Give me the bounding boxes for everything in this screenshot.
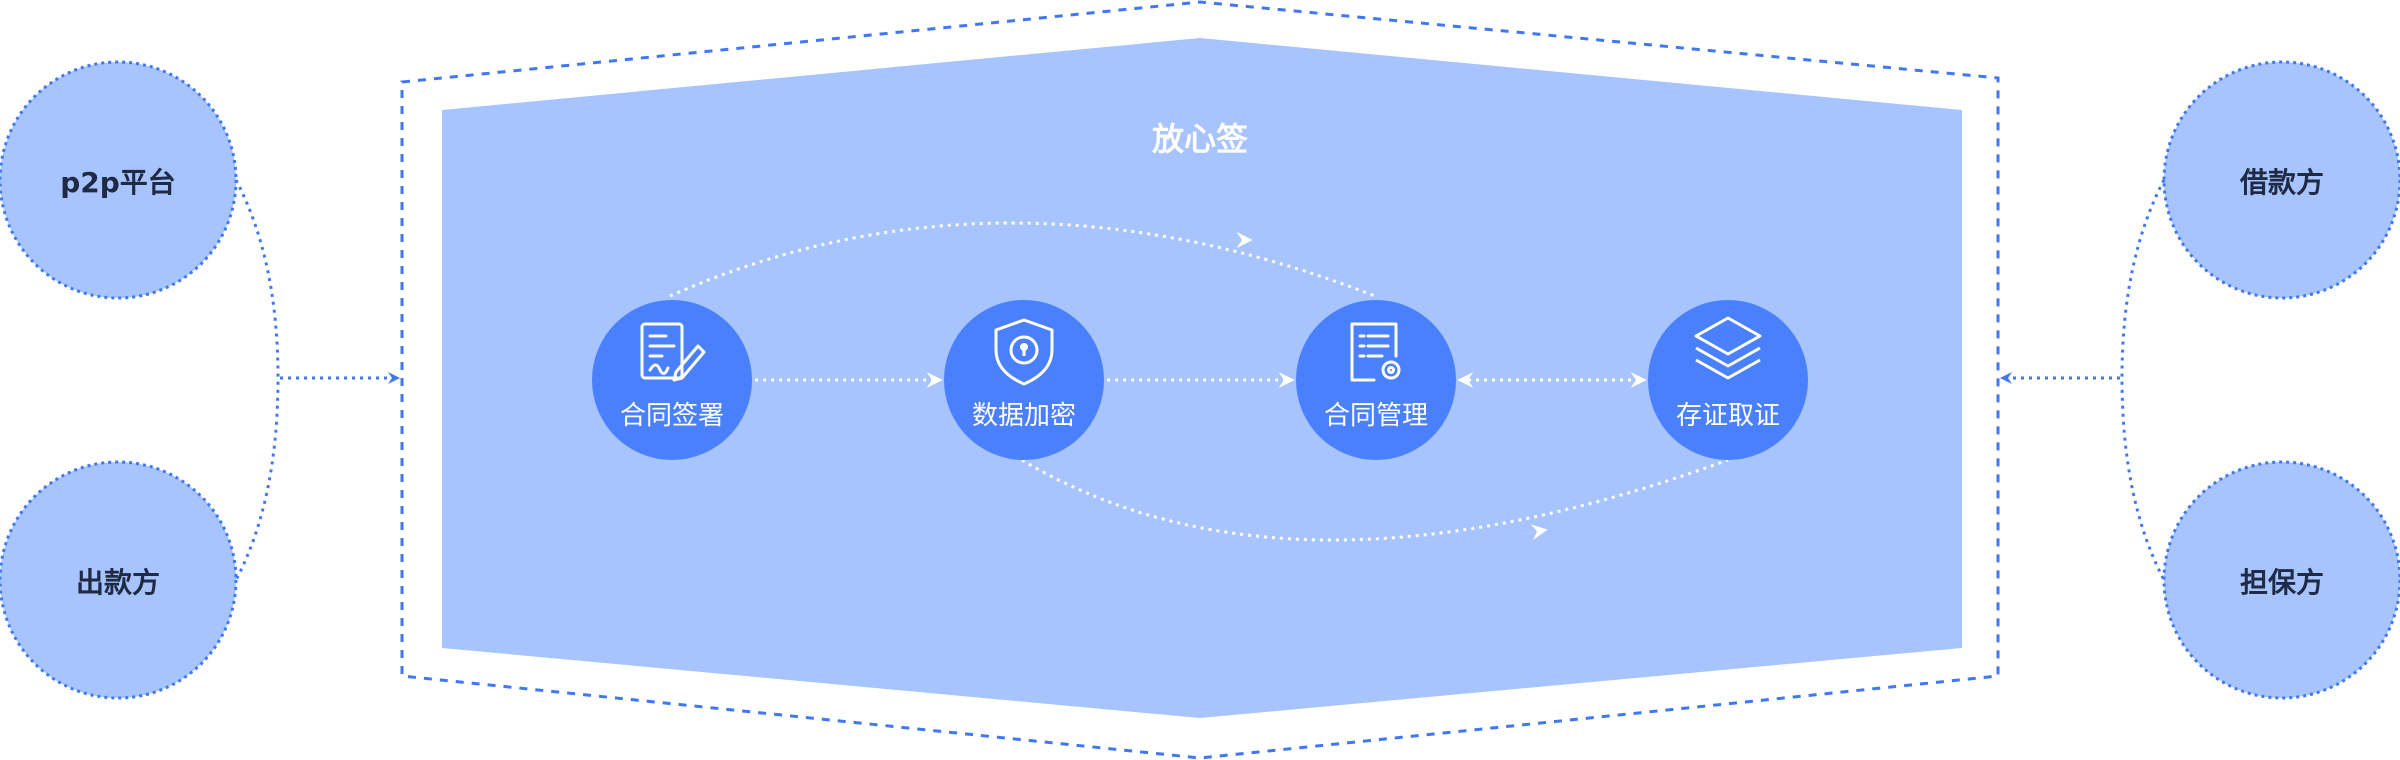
outer-dashed-frame [400, 0, 2000, 760]
step-node-contract-management: 合同管理 [1296, 300, 1456, 460]
party-label-p2p: p2p平台 [60, 166, 176, 199]
step-node-contract-signing: 合同签署 [592, 300, 752, 460]
step-label-evidence-storage: 存证取证 [1676, 401, 1780, 431]
document-sign-icon [640, 322, 706, 382]
party-circle-lender [0, 460, 238, 700]
step-label-data-encryption: 数据加密 [972, 401, 1076, 431]
layers-icon [1694, 316, 1762, 380]
step-node-data-encryption: 数据加密 [944, 300, 1104, 460]
shield-lock-icon [994, 318, 1054, 386]
document-gear-icon [1350, 322, 1401, 382]
flow-arc-bottom-arrowhead [1519, 524, 1548, 541]
main-panel [442, 38, 1962, 718]
flow-arc-bottom [1021, 458, 1729, 542]
step-label-contract-management: 合同管理 [1324, 401, 1428, 431]
party-label-guarantor: 担保方 [2240, 566, 2324, 599]
panel-title: 放心签 [1152, 120, 1248, 158]
step-node-evidence-storage: 存证取证 [1648, 300, 1808, 460]
left-bracket [234, 179, 280, 581]
party-label-lender: 出款方 [76, 566, 160, 599]
right-bracket [2120, 179, 2166, 581]
step-label-contract-signing: 合同签署 [620, 401, 724, 431]
party-circle-borrower [2162, 60, 2400, 300]
party-circle-guarantor [2162, 460, 2400, 700]
party-label-borrower: 借款方 [2239, 166, 2324, 199]
